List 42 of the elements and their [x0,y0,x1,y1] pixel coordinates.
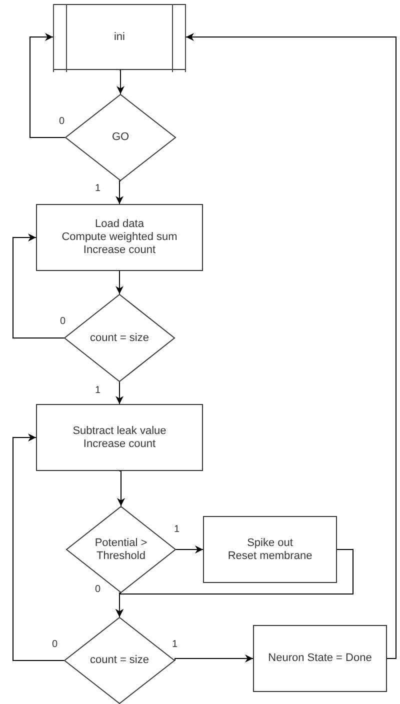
arrow [116,592,124,618]
node-text: Neuron State = Done [268,652,372,665]
arrow [186,33,396,659]
node-text: Compute weighted sum [62,231,178,244]
arrow [174,654,254,662]
node-text: Load data [95,218,144,231]
process-box [253,625,387,692]
node-text: Subtract leak value [72,424,166,438]
edge-label: 0 [60,316,66,327]
edge-label: 1 [95,183,101,194]
edge-label: 1 [174,524,180,535]
arrow [116,382,124,404]
node-text: count = size [90,332,149,344]
arrow [116,70,124,94]
edge-label: 0 [59,116,65,127]
process-box [36,204,203,271]
edge-label: 0 [95,584,101,595]
decision-diamond [66,506,176,593]
node-text: GO [112,131,130,144]
edge-label: 1 [172,639,178,650]
node-text: Increase count [83,244,156,257]
arrow [117,470,125,506]
process-box [203,516,337,583]
node-text: ini [114,30,125,44]
arrow [116,270,124,294]
arrow [176,546,204,554]
node-text: Potential > Threshold [94,536,148,562]
decision-diamond [64,617,175,704]
edge-label: 1 [95,385,101,396]
arrow [12,434,64,661]
subprocess-box [53,4,186,70]
process-box [36,404,203,471]
decision-diamond [65,94,176,181]
arrow [12,234,64,338]
arrow [116,180,124,204]
decision-diamond [64,294,175,382]
node-text: Spike out [247,536,293,550]
arrow [30,33,66,138]
edge-label: 0 [52,639,58,650]
node-text: Increase count [83,438,156,450]
node-text: Reset membrane [228,550,312,562]
node-text: count = size [90,654,149,667]
